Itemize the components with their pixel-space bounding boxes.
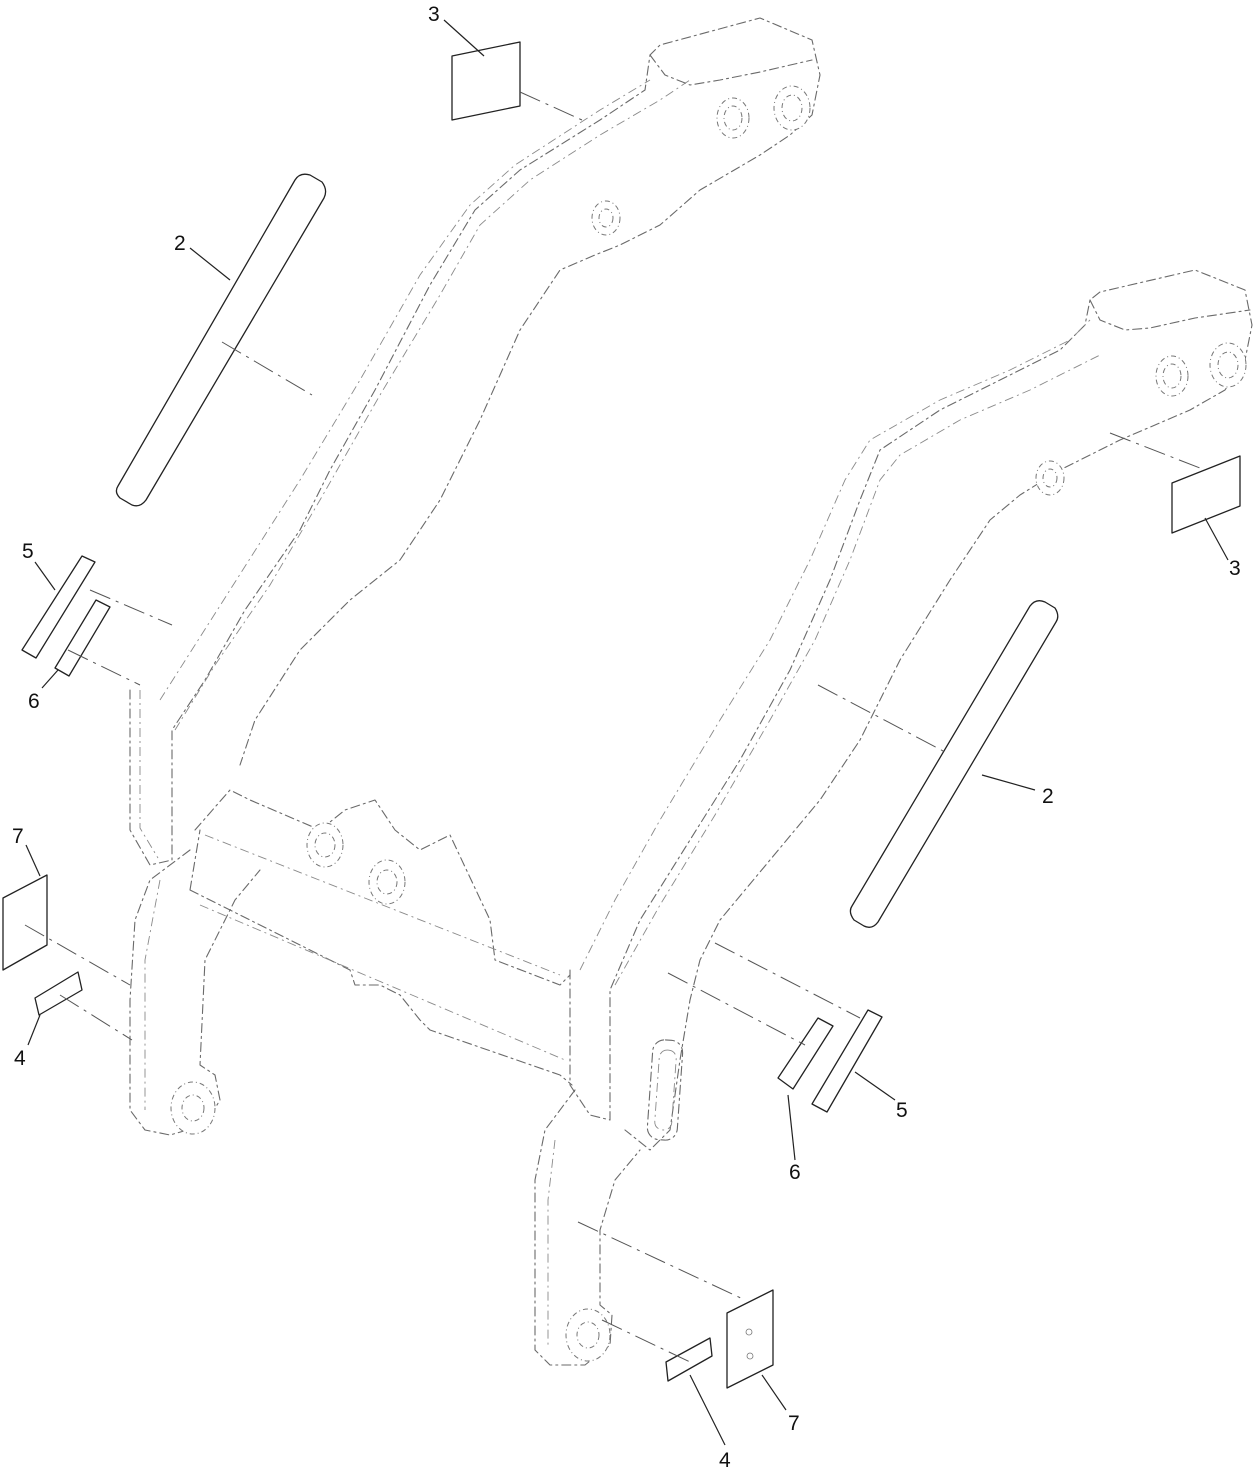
decal-3-top: [451, 41, 521, 121]
decal-5-left: [21, 555, 96, 659]
decal-2-left: [115, 173, 327, 507]
callout-4-right: 4: [719, 1449, 731, 1472]
placement-lines: [24, 91, 1206, 1363]
callout-3-right: 3: [1229, 557, 1241, 580]
callout-3-top: 3: [428, 3, 440, 26]
decal-5-right: [811, 1009, 883, 1113]
decal-3-right: [1171, 455, 1241, 534]
decal-2-right: [849, 600, 1059, 928]
callout-leaders: [25, 19, 1229, 1446]
callout-2-right: 2: [1042, 785, 1054, 808]
loader-arm-assembly: [129, 17, 1253, 1366]
decal-4-left: [34, 971, 83, 1016]
decal-4-right: [665, 1337, 713, 1382]
decal-6-right: [777, 1017, 834, 1090]
callout-6-left: 6: [28, 690, 40, 713]
callout-5-right: 5: [896, 1099, 908, 1122]
callout-6-right: 6: [789, 1161, 801, 1184]
decal-7-right: [726, 1289, 774, 1389]
callout-2-left: 2: [174, 232, 186, 255]
callout-7-right: 7: [788, 1412, 800, 1435]
callout-4-left: 4: [14, 1047, 26, 1070]
callout-5-left: 5: [22, 540, 34, 563]
callout-7-left: 7: [12, 825, 24, 848]
decal-6-left: [54, 599, 111, 677]
decal-7-left: [2, 874, 48, 971]
callout-labels: 3 2 5 6 7 4 3 2 5 6 7 4: [12, 3, 1241, 1472]
